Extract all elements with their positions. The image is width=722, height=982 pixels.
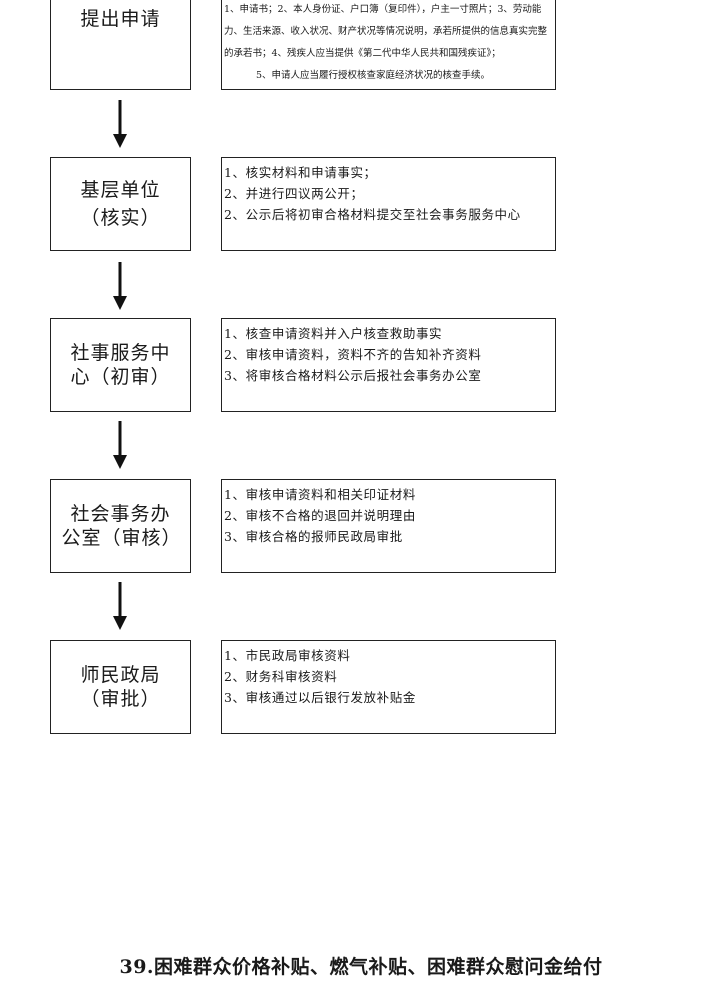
desc-line: 3、将审核合格材料公示后报社会事务办公室 <box>224 368 482 383</box>
stage-box-grassroots: 基层单位 （核实） <box>50 157 191 251</box>
stage-label: 基层单位 <box>80 179 161 201</box>
stage-label: 社事服务中 <box>70 342 171 364</box>
down-arrow-icon <box>113 582 127 630</box>
desc-line: 2、公示后将初审合格材料提交至社会事务服务中心 <box>224 207 521 222</box>
desc-line: 2、财务科审核资料 <box>224 669 338 684</box>
section-title: 39.困难群众价格补贴、燃气补贴、困难群众慰问金给付 <box>119 956 603 978</box>
desc-line: 1、市民政局审核资料 <box>224 648 351 663</box>
desc-line: 1、核查申请资料并入户核查救助事实 <box>224 326 443 341</box>
stage-label: 提出申请 <box>80 8 161 30</box>
stage-box-apply: 提出申请 <box>50 0 191 90</box>
desc-box-affairs-office: 1、审核申请资料和相关印证材料 2、审核不合格的退回并说明理由 3、审核合格的报… <box>221 479 556 573</box>
stage-label: （审批） <box>80 688 161 710</box>
down-arrow-icon <box>113 421 127 469</box>
desc-line: 1、申请书；2、本人身份证、户口簿（复印件），户主一寸照片；3、劳动能力、生活来… <box>224 4 548 59</box>
desc-line: 2、审核申请资料，资料不齐的告知补齐资料 <box>224 347 482 362</box>
desc-line: 1、审核申请资料和相关印证材料 <box>224 487 416 502</box>
desc-line: 3、审核通过以后银行发放补贴金 <box>224 690 416 705</box>
stage-label: 公室（审核） <box>61 527 182 549</box>
down-arrow-icon <box>113 100 127 148</box>
desc-box-service-center: 1、核查申请资料并入户核查救助事实 2、审核申请资料，资料不齐的告知补齐资料 3… <box>221 318 556 412</box>
desc-box-grassroots: 1、核实材料和申请事实； 2、并进行四议两公开； 2、公示后将初审合格材料提交至… <box>221 157 556 251</box>
stage-box-civil-affairs: 师民政局 （审批） <box>50 640 191 734</box>
desc-line: 3、审核合格的报师民政局审批 <box>224 529 403 544</box>
stage-label: 心（初审） <box>70 366 171 388</box>
desc-line: 2、并进行四议两公开； <box>224 186 364 201</box>
desc-line: 1、核实材料和申请事实； <box>224 165 377 180</box>
desc-line: 5、申请人应当履行授权核查家庭经济状况的核查手续。 <box>256 70 491 81</box>
stage-label: （核实） <box>80 207 161 229</box>
stage-label: 社会事务办 <box>70 503 171 525</box>
stage-label: 师民政局 <box>80 664 161 686</box>
stage-box-service-center: 社事服务中 心（初审） <box>50 318 191 412</box>
desc-box-civil-affairs: 1、市民政局审核资料 2、财务科审核资料 3、审核通过以后银行发放补贴金 <box>221 640 556 734</box>
down-arrow-icon <box>113 262 127 310</box>
desc-box-apply: 1、申请书；2、本人身份证、户口簿（复印件），户主一寸照片；3、劳动能力、生活来… <box>221 0 556 90</box>
stage-box-affairs-office: 社会事务办 公室（审核） <box>50 479 191 573</box>
desc-line: 2、审核不合格的退回并说明理由 <box>224 508 416 523</box>
